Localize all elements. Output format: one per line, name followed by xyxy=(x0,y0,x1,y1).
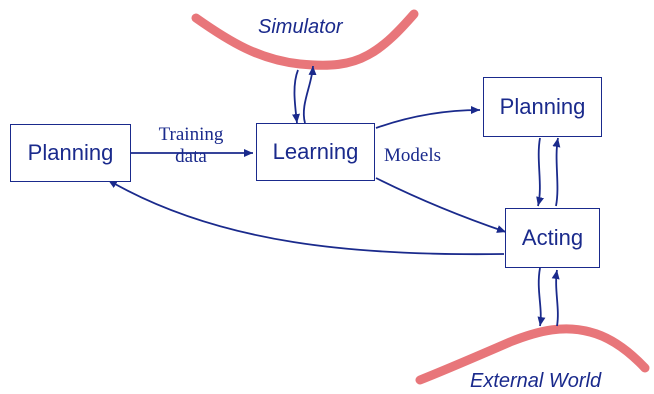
external-world-curve xyxy=(415,324,650,385)
learning-node: Learning xyxy=(256,123,375,181)
arrow-acting-to-planning-right xyxy=(552,137,561,207)
arrow-simulator-to-learning xyxy=(292,69,300,124)
training-data-line1: Training xyxy=(158,124,224,145)
arrow-learning-to-simulator xyxy=(302,65,317,124)
training-data-line2: data xyxy=(175,146,207,167)
external-world-label: External World xyxy=(470,370,602,392)
learning-label: Learning xyxy=(272,139,359,164)
simulator-label: Simulator xyxy=(258,16,343,38)
arrow-acting-to-planning-left xyxy=(107,179,505,256)
arrow-learning-to-acting xyxy=(375,177,507,233)
arrow-external-world-to-acting xyxy=(551,269,560,327)
arrow-acting-to-external-world xyxy=(537,267,546,327)
planning-left-label: Planning xyxy=(27,140,114,165)
acting-node: Acting xyxy=(505,208,600,268)
models-label: Models xyxy=(384,145,441,166)
arrow-planning-right-to-acting xyxy=(536,137,544,207)
planning-right-node: Planning xyxy=(483,77,602,137)
training-data-label: Training data xyxy=(135,124,247,168)
planning-right-label: Planning xyxy=(499,94,586,119)
planning-left-node: Planning xyxy=(10,124,131,182)
acting-label: Acting xyxy=(521,225,584,250)
arrow-learning-to-planning-right xyxy=(375,106,481,129)
simulator-curve xyxy=(191,9,419,70)
